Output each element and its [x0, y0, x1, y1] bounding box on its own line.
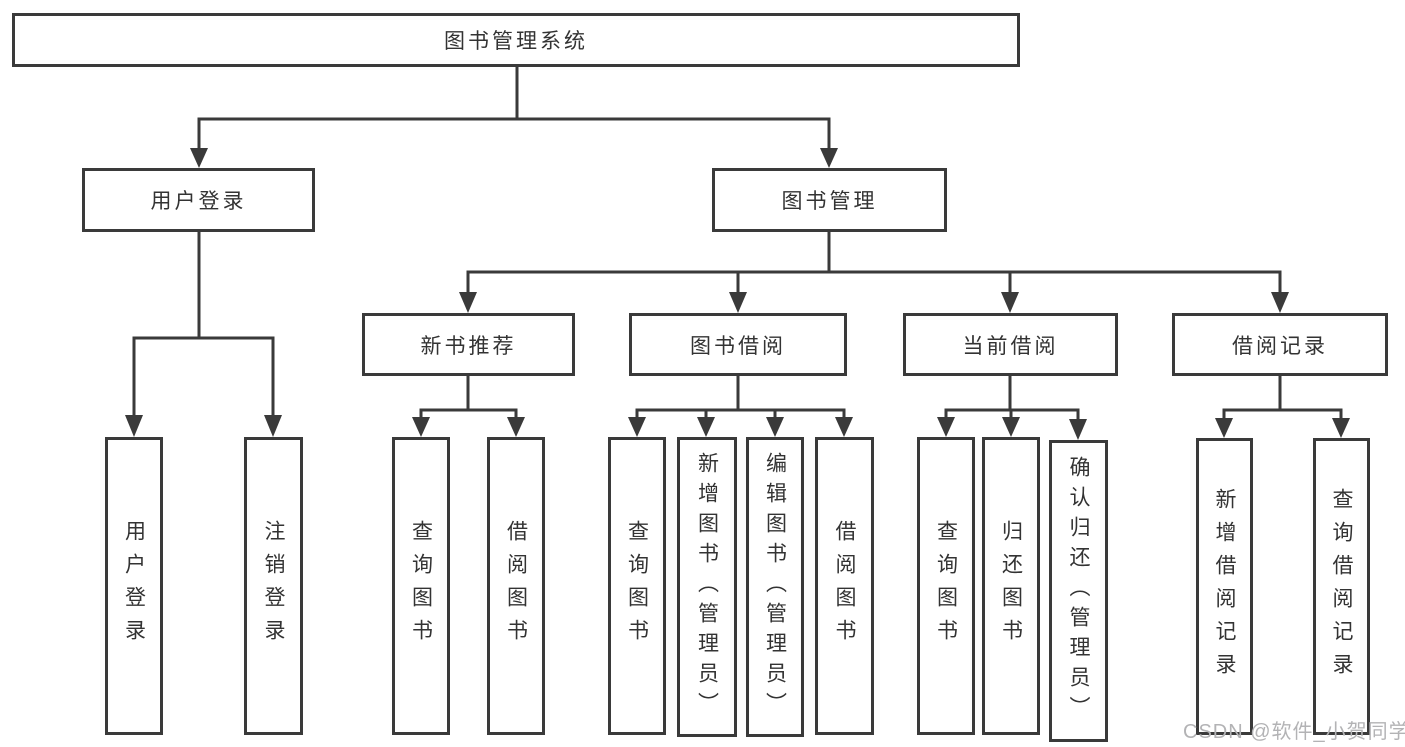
connector-currentborrow-to-children — [944, 376, 1080, 419]
arrowhead — [1001, 292, 1019, 313]
arrowhead — [937, 417, 955, 437]
connector-root-to-level2 — [197, 67, 831, 148]
arrowhead — [835, 417, 853, 437]
arrowhead — [729, 292, 747, 313]
node-new-book-recommendation: 新书推荐 — [362, 313, 575, 376]
node-leaf-query-borrow-record: 查询借阅记录 — [1313, 438, 1370, 735]
node-label: 注销登录 — [262, 520, 285, 652]
arrowhead — [264, 415, 282, 437]
arrowhead — [125, 415, 143, 437]
node-label: 查询图书 — [934, 520, 958, 652]
node-label: 借阅记录 — [1232, 334, 1328, 358]
connector-bookborrow-to-children — [635, 376, 846, 417]
node-leaf-logout: 注销登录 — [244, 437, 303, 735]
arrowhead — [1332, 418, 1350, 438]
node-label: 查询图书 — [625, 520, 649, 652]
arrowhead — [697, 417, 715, 437]
connector-userlogin-to-children — [132, 232, 275, 415]
node-label: 图书借阅 — [690, 334, 786, 358]
node-leaf-query-books-newbooks: 查询图书 — [392, 437, 450, 735]
node-book-management: 图书管理 — [712, 168, 947, 232]
arrowhead — [412, 417, 430, 437]
node-label: 图书管理系统 — [444, 30, 588, 53]
node-leaf-query-books-borrowing: 查询图书 — [608, 437, 666, 735]
arrowhead — [820, 148, 838, 168]
node-label: 当前借阅 — [962, 334, 1059, 358]
arrowhead — [1002, 417, 1020, 437]
node-label: 确认归还（管理员） — [1067, 456, 1090, 726]
node-label: 编辑图书（管理员） — [763, 452, 787, 722]
node-label: 归还图书 — [999, 520, 1023, 652]
arrowhead — [190, 148, 208, 168]
arrowhead — [1271, 292, 1289, 313]
node-root-book-management-system: 图书管理系统 — [12, 13, 1020, 67]
arrowhead — [459, 292, 477, 313]
node-label: 用户登录 — [122, 520, 146, 652]
node-user-login: 用户登录 — [82, 168, 315, 232]
arrowhead — [507, 417, 525, 437]
node-borrowing-records: 借阅记录 — [1172, 313, 1388, 376]
csdn-watermark: CSDN @软件_小贺同学 — [1183, 721, 1405, 743]
node-leaf-user-login: 用户登录 — [105, 437, 163, 735]
connector-bookmgmt-to-level3 — [466, 232, 1282, 292]
arrowhead — [766, 417, 784, 437]
node-leaf-query-books-current: 查询图书 — [917, 437, 975, 735]
node-label: 新增图书（管理员） — [695, 452, 719, 722]
node-label: 新书推荐 — [420, 334, 517, 358]
node-label: 用户登录 — [150, 190, 247, 213]
node-leaf-return-books: 归还图书 — [982, 437, 1040, 735]
node-label: 借阅图书 — [833, 520, 856, 652]
node-label: 借阅图书 — [504, 520, 528, 652]
node-label: 新增借阅记录 — [1213, 487, 1236, 686]
connector-borrowrecords-to-children — [1222, 376, 1343, 418]
node-label: 图书管理 — [781, 190, 878, 213]
arrowhead — [628, 417, 646, 437]
node-leaf-confirm-return-admin: 确认归还（管理员） — [1049, 440, 1108, 742]
connector-newbooks-to-children — [419, 376, 518, 417]
node-leaf-borrow-books-borrowing: 借阅图书 — [815, 437, 874, 735]
node-label: 查询图书 — [409, 520, 433, 652]
arrowhead — [1215, 418, 1233, 438]
node-leaf-add-books-admin: 新增图书（管理员） — [677, 437, 737, 737]
node-label: 查询借阅记录 — [1330, 487, 1353, 686]
node-leaf-borrow-books-newbooks: 借阅图书 — [487, 437, 545, 735]
node-leaf-add-borrow-record: 新增借阅记录 — [1196, 438, 1253, 735]
arrowhead — [1069, 419, 1087, 440]
node-leaf-edit-books-admin: 编辑图书（管理员） — [746, 437, 804, 737]
node-current-borrowing: 当前借阅 — [903, 313, 1118, 376]
node-book-borrowing: 图书借阅 — [629, 313, 847, 376]
